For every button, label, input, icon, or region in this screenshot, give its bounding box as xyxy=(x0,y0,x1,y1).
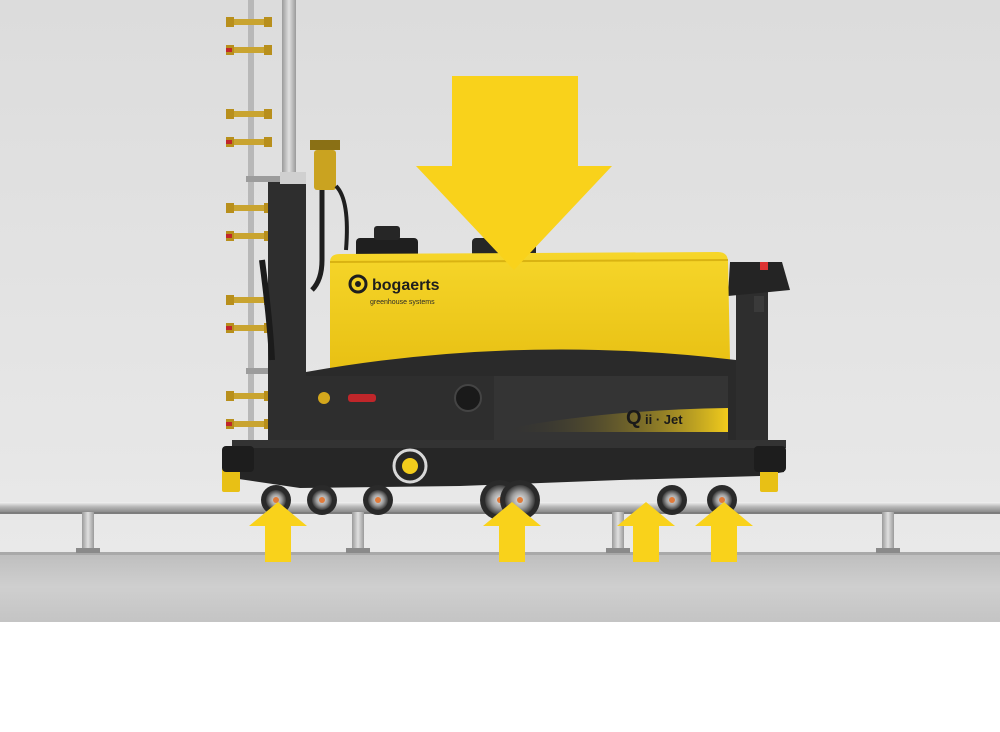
brand-tagline: greenhouse systems xyxy=(370,299,435,306)
nozzle xyxy=(226,17,272,27)
nozzle xyxy=(226,137,272,147)
nozzle xyxy=(226,109,272,119)
wheel xyxy=(307,485,337,515)
concrete-floor xyxy=(0,552,1000,622)
nozzle xyxy=(226,45,272,55)
arrow-up-icon xyxy=(483,502,541,562)
brand-name: bogaerts xyxy=(372,277,440,294)
white-margin xyxy=(0,622,1000,732)
arrow-down-icon xyxy=(416,76,612,270)
arrow-up-icon xyxy=(695,502,753,562)
model-name: ii · Jet xyxy=(645,412,683,427)
support-arrows xyxy=(249,502,753,562)
model-label: Q ii · Jet xyxy=(626,407,683,429)
wheel xyxy=(363,485,393,515)
arrow-up-icon xyxy=(249,502,307,562)
wheels xyxy=(261,480,737,520)
brand-label: bogaerts greenhouse systems xyxy=(348,274,440,306)
spray-machine xyxy=(222,140,790,492)
arrow-up-icon xyxy=(617,502,675,562)
wheel xyxy=(657,485,687,515)
model-letter: Q xyxy=(626,407,642,429)
